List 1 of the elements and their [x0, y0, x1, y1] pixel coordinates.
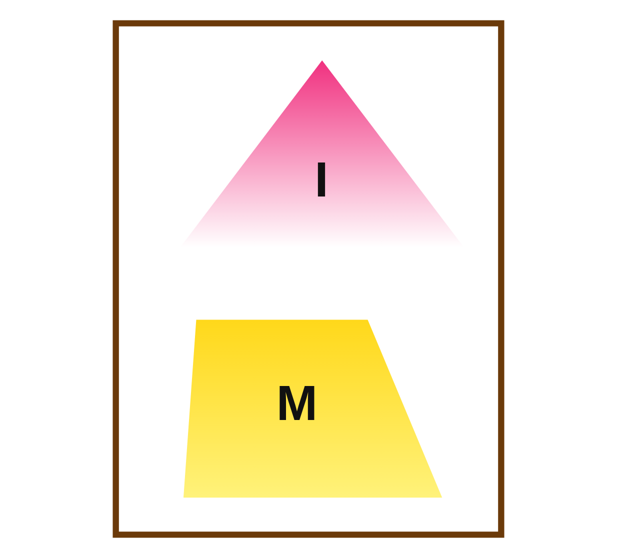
cluster: [112, 20, 504, 538]
